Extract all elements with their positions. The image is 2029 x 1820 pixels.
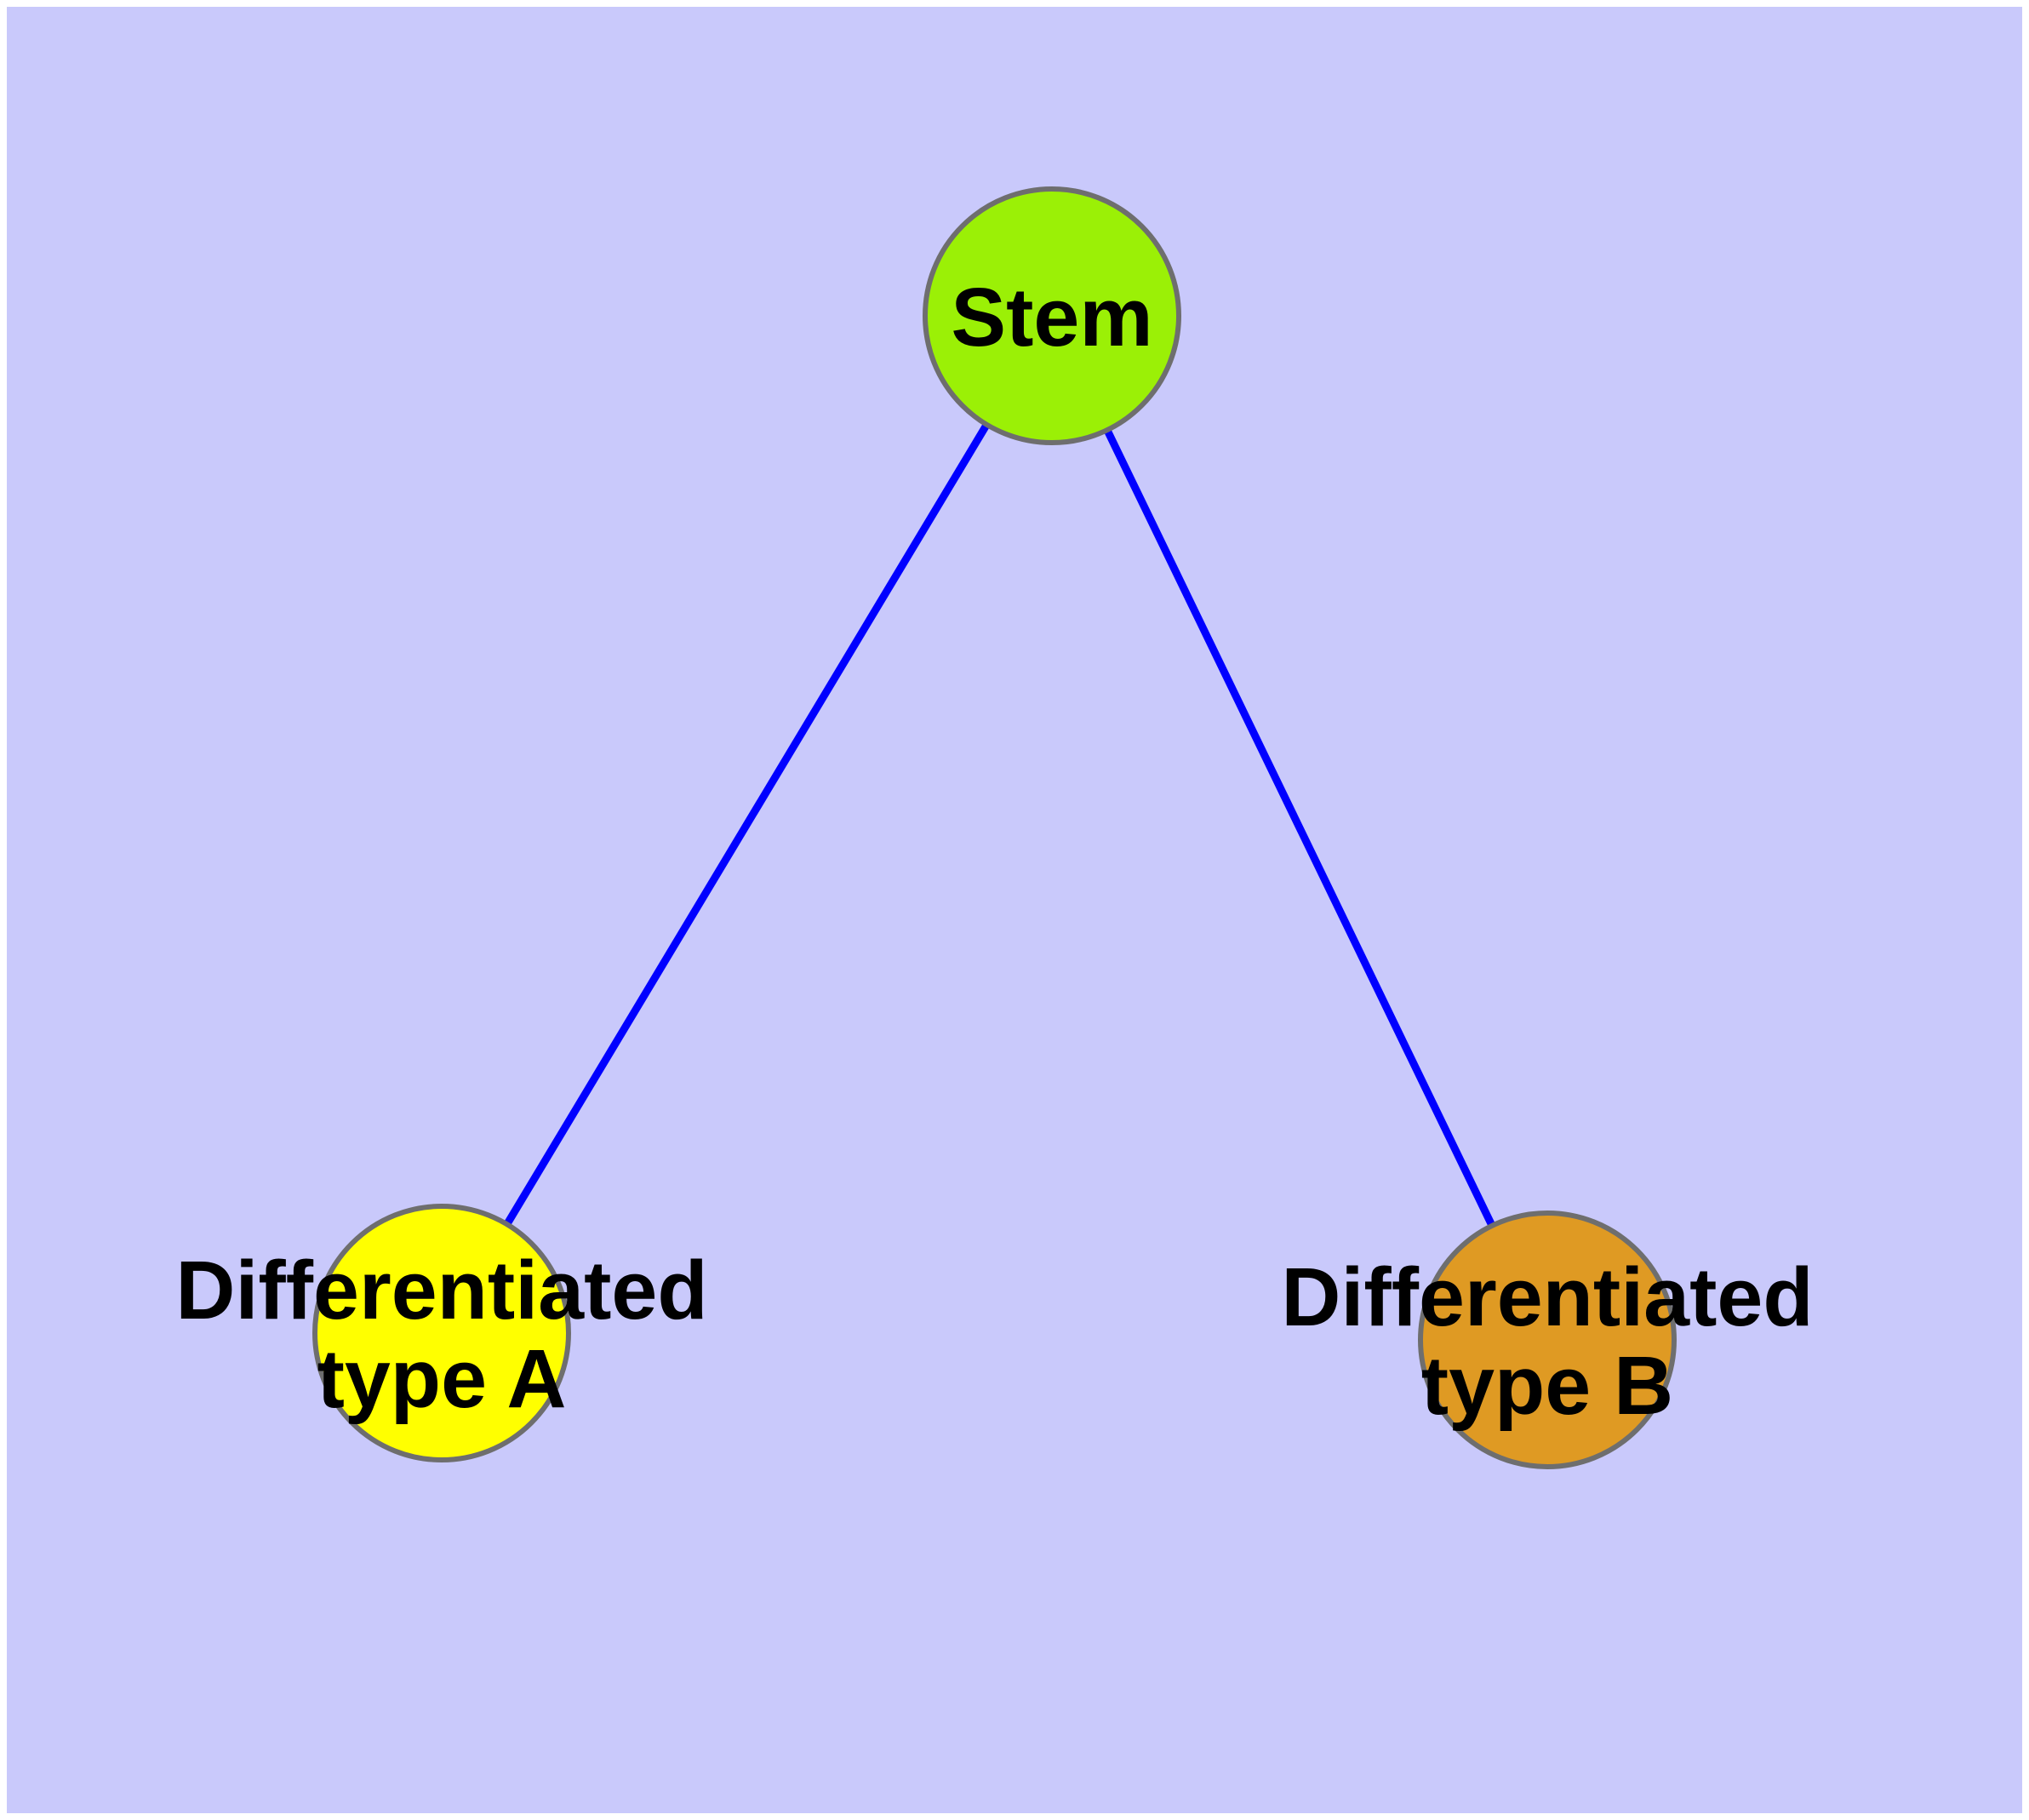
edge-stem-diff_a[interactable] (438, 313, 1055, 1336)
node-label-diff_a-line-1: Differentiated (175, 1244, 707, 1336)
node-stem[interactable] (923, 186, 1181, 445)
edge-layer (438, 313, 1552, 1342)
node-label-stem-line-1: Stem (951, 271, 1152, 363)
node-diff_b[interactable] (1418, 1210, 1677, 1469)
node-label-diff_b-line-2: type B (1421, 1339, 1673, 1432)
edge-stem-diff_b[interactable] (1048, 314, 1552, 1342)
node-layer (312, 186, 1677, 1469)
node-label-diff_b-line-1: Differentiated (1281, 1251, 1813, 1343)
node-label-diff_a-line-2: type A (317, 1332, 567, 1425)
node-diff_a[interactable] (312, 1204, 571, 1462)
